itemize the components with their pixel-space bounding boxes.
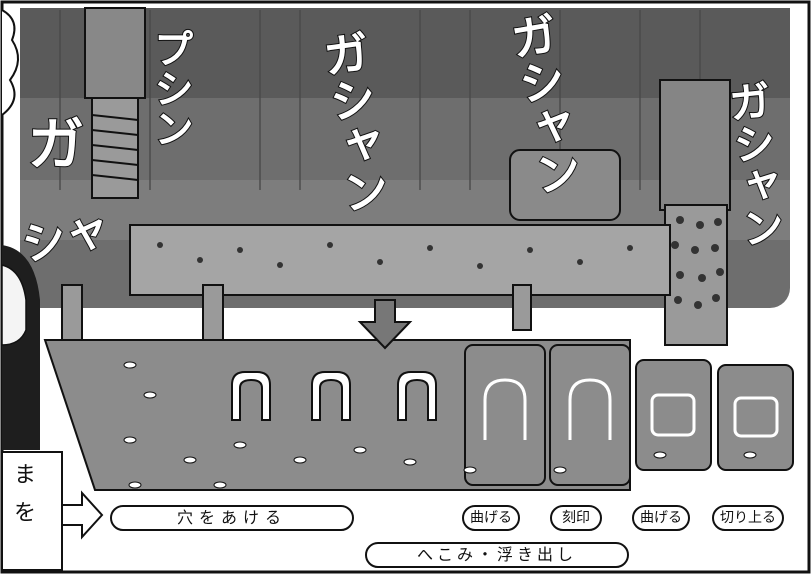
down-arrow-icon (357, 299, 413, 350)
label-bend-2: 曲げる (632, 505, 690, 531)
right-arrow-icon (61, 490, 104, 540)
sfx-pushin: プシン (146, 27, 194, 149)
label-drill-holes: 穴をあける (110, 505, 354, 531)
side-caption-box (1, 451, 63, 571)
label-stamp: 刻印 (550, 505, 602, 531)
label-dent-emboss: へこみ・浮き出し (365, 542, 629, 568)
side-caption-line2: を (14, 501, 37, 526)
sfx-ga-left: ガ (27, 113, 85, 178)
side-caption-line1: ま (14, 463, 37, 488)
label-bend-1: 曲げる (462, 505, 520, 531)
label-cut-off: 切り上る (712, 505, 784, 531)
